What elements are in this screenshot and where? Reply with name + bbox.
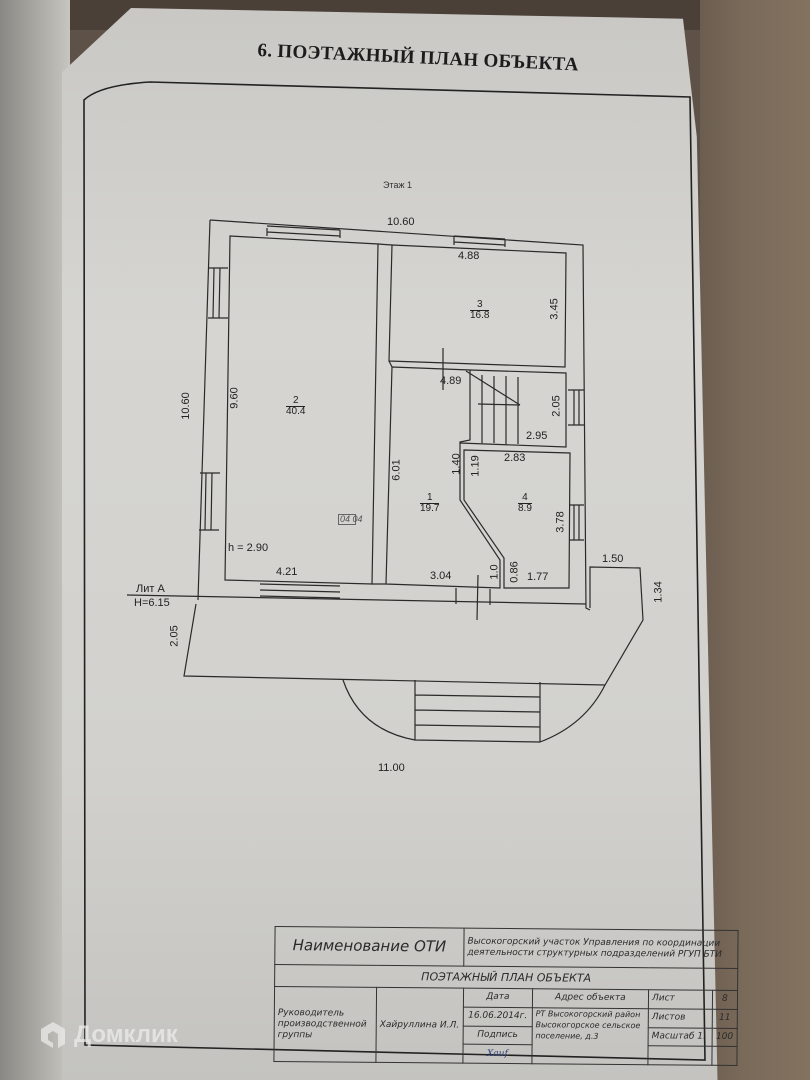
- address-label: Адрес объекта: [532, 988, 649, 1009]
- room-2-number: 2: [286, 396, 306, 407]
- dim-stair-width: 2.95: [526, 430, 548, 442]
- dim-room4-door: 0.86: [508, 561, 521, 583]
- role-line3: группы: [277, 1029, 313, 1040]
- room-1-area: 19.7: [420, 503, 440, 514]
- sheet-value: 8: [712, 990, 738, 1010]
- room-4-number: 4: [518, 493, 532, 504]
- dim-overall-width-bottom: 11.00: [378, 762, 405, 774]
- inner-wall: [372, 243, 393, 585]
- address-line3: поселение, д.3: [535, 1031, 599, 1041]
- page-frame: [83, 81, 706, 1061]
- date-label: Дата: [463, 988, 533, 1008]
- dim-overall-width-top: 10.60: [387, 216, 415, 228]
- scale-label: Масштаб 1:: [648, 1027, 713, 1047]
- dim-porch-side: 1.34: [652, 581, 665, 603]
- sheets-label: Листов: [648, 1008, 713, 1028]
- porch-steps: [414, 680, 541, 742]
- handwritten-mark: 04 04: [338, 514, 363, 525]
- dim-room4-height: 3.78: [554, 511, 567, 533]
- lit-height: H=6.15: [134, 597, 170, 609]
- stair-outline: [459, 369, 567, 448]
- dim-room2-height: 9.60: [228, 387, 241, 409]
- room-2-area: 40.4: [286, 406, 306, 417]
- role-cell: Руководитель производственной группы: [273, 986, 377, 1063]
- dim-room2-width: 4.21: [276, 566, 298, 578]
- room-4-area: 8.9: [518, 503, 532, 514]
- role-line2: производственной: [277, 1018, 367, 1030]
- background-fabric: [700, 0, 810, 1080]
- address-value: РТ Высокогорский район Высокогорское сел…: [531, 1007, 649, 1065]
- outer-wall: [209, 219, 591, 611]
- dim-room1-door: 1.0: [488, 564, 501, 580]
- dim-room1-step: 1.40: [450, 453, 463, 475]
- stair-steps: [477, 375, 521, 444]
- floor-label: Этаж 1: [383, 180, 413, 190]
- dim-overall-height-left: 10.60: [179, 392, 192, 420]
- address-line2: Высокогорское сельское: [535, 1020, 641, 1030]
- window-top-left: [266, 225, 341, 238]
- watermark-brand: Домклик: [74, 1021, 178, 1048]
- room-3-area: 16.8: [470, 310, 490, 321]
- scale-value: 100: [711, 1027, 738, 1047]
- window-left-upper: [208, 267, 228, 319]
- signature: Хаиf: [462, 1044, 532, 1064]
- address-line1: РТ Высокогорский район: [535, 1009, 641, 1019]
- stair-diagonal: [465, 370, 521, 406]
- room-2-label: 2 40.4: [286, 396, 306, 417]
- room-4-label: 4 8.9: [518, 493, 532, 514]
- dim-room1-bottom: 3.04: [430, 570, 452, 582]
- sheet-label: Лист: [648, 989, 713, 1010]
- dim-room1-height: 6.01: [390, 459, 403, 481]
- dim-room1-top: 4.89: [440, 375, 462, 387]
- oti-value-line2: деятельности структурных подразделений Р…: [467, 947, 722, 960]
- date-value: 16.06.2014г.: [463, 1006, 533, 1027]
- lit-a-line: [126, 594, 587, 605]
- dim-porch-width: 1.50: [602, 553, 624, 565]
- dim-room4-step: 1.19: [469, 455, 482, 477]
- room-1-outline: [385, 366, 501, 589]
- title-block: Наименование ОТИ Высокогорский участок У…: [273, 926, 739, 1066]
- dim-room4-top: 2.83: [504, 452, 526, 464]
- empty-cell: [711, 1046, 738, 1066]
- dim-room4-bottom: 1.77: [527, 571, 549, 583]
- oti-value: Высокогорский участок Управления по коор…: [463, 928, 739, 969]
- dim-stair-height: 2.05: [550, 395, 563, 417]
- room-1-label: 1 19.7: [420, 493, 440, 514]
- oti-label: Наименование ОТИ: [274, 926, 465, 967]
- room-4-outline: [463, 449, 571, 589]
- entry-door: [455, 574, 491, 621]
- role-line1: Руководитель: [277, 1007, 345, 1019]
- document-page: [62, 8, 718, 1080]
- person-name: Хайруллина И.Л.: [375, 987, 464, 1064]
- lit-label: Лит А: [136, 583, 165, 595]
- window-right-lower: [569, 504, 584, 541]
- dim-porch-depth: 2.05: [168, 625, 181, 647]
- empty-cell: [647, 1045, 712, 1066]
- domclick-logo-icon: [41, 1022, 65, 1048]
- previous-page-edge: [0, 0, 70, 1080]
- window-top-right: [453, 235, 506, 247]
- room-1-number: 1: [420, 493, 440, 504]
- signature-label: Подпись: [463, 1025, 532, 1045]
- dim-room3-width: 4.88: [458, 250, 480, 262]
- ceiling-height: h = 2.90: [228, 542, 269, 554]
- window-left-lower: [199, 472, 220, 531]
- dim-room3-height: 3.45: [548, 298, 561, 320]
- sheets-value: 11: [712, 1009, 738, 1029]
- porch-outline: [183, 566, 644, 686]
- watermark: Домклик: [38, 1020, 178, 1050]
- room-3-outline: [388, 244, 567, 368]
- room-3-label: 3 16.8: [470, 300, 490, 321]
- room-3-number: 3: [470, 300, 490, 311]
- window-bottom: [259, 583, 341, 599]
- window-right-upper: [568, 389, 584, 426]
- outer-wall-left: [197, 219, 211, 601]
